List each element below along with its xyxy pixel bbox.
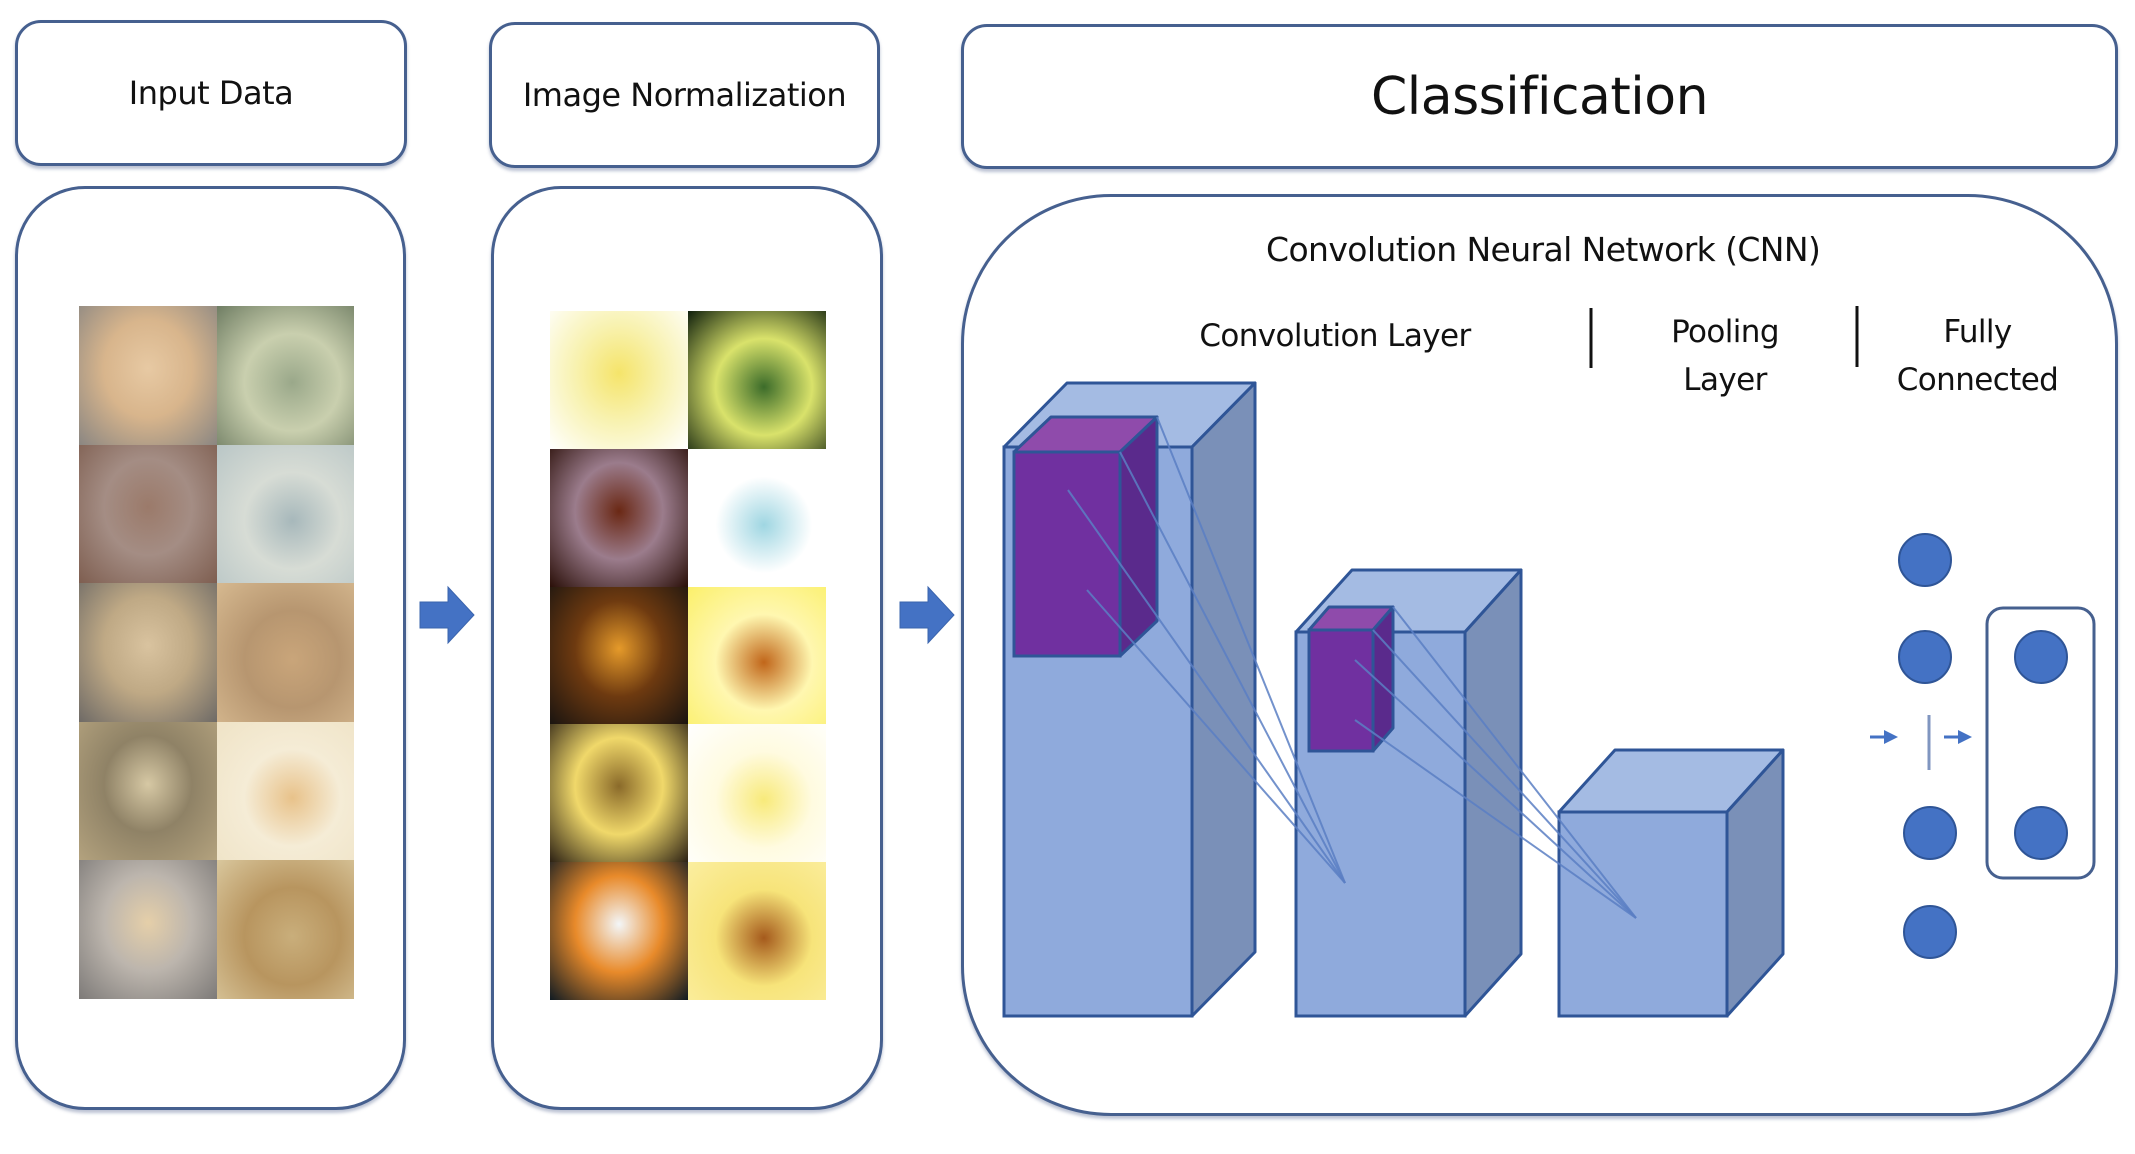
normalized-image-sample-5 xyxy=(550,586,688,725)
flow-arrow-icon xyxy=(419,585,475,645)
input-image-sample-10 xyxy=(216,860,354,999)
input-image-sample-6 xyxy=(216,583,354,722)
header-image-normalization: Image Normalization xyxy=(489,22,880,168)
input-image-sample-9 xyxy=(79,860,217,999)
fully-connected-label: Fully Connected xyxy=(1870,308,2085,404)
projection-line xyxy=(1354,659,1637,919)
hidden-neuron xyxy=(1898,533,1952,587)
projection-line xyxy=(1156,416,1346,884)
output-neuron xyxy=(2014,630,2068,684)
header-input-data-label: Input Data xyxy=(128,74,294,112)
normalized-image-sample-3 xyxy=(550,448,688,587)
normalized-image-sample-6 xyxy=(688,586,826,725)
input-image-sample-2 xyxy=(216,306,354,445)
input-image-sample-1 xyxy=(79,306,217,445)
input-image-sample-4 xyxy=(216,444,354,584)
projection-line xyxy=(1372,629,1637,919)
normalized-image-sample-7 xyxy=(550,724,688,863)
normalized-image-sample-2 xyxy=(688,311,826,449)
input-image-sample-3 xyxy=(79,444,217,584)
projection-line xyxy=(1392,606,1637,919)
convolution-layer-label: Convolution Layer xyxy=(1199,318,1471,354)
small-arrow-icon xyxy=(1870,730,1898,744)
projection-line xyxy=(1119,451,1346,884)
small-arrow-icon xyxy=(1944,730,1972,744)
input-image-grid xyxy=(79,306,354,999)
output-neuron xyxy=(2014,806,2068,860)
header-classification: Classification xyxy=(961,24,2118,169)
fully-label-line2: Connected xyxy=(1896,362,2059,398)
normalized-image-sample-1 xyxy=(550,311,688,449)
normalized-image-sample-9 xyxy=(550,862,688,1000)
pooling-layer-label: Pooling Layer xyxy=(1630,308,1820,404)
header-classification-label: Classification xyxy=(1370,66,1709,127)
projection-line xyxy=(1354,719,1637,919)
hidden-neuron xyxy=(1903,905,1957,959)
cnn-title: Convolution Neural Network (CNN) xyxy=(1266,230,1821,269)
hidden-neuron xyxy=(1898,630,1952,684)
input-image-sample-8 xyxy=(216,721,354,861)
pooling-cube xyxy=(1557,748,1785,1018)
normalized-image-sample-10 xyxy=(688,862,826,1000)
normalized-image-grid xyxy=(550,311,826,1000)
header-input-data: Input Data xyxy=(15,20,407,166)
output-layer-box xyxy=(1985,606,2096,880)
normalized-image-sample-4 xyxy=(688,448,826,587)
pooling-label-line2: Layer xyxy=(1683,362,1767,398)
hidden-neuron xyxy=(1903,806,1957,860)
projection-line xyxy=(1067,489,1346,884)
normalized-image-sample-8 xyxy=(688,724,826,863)
kernel-cube-2 xyxy=(1307,605,1395,753)
input-image-sample-5 xyxy=(79,583,217,722)
fully-label-line1: Fully xyxy=(1943,314,2012,350)
kernel-cube-1 xyxy=(1012,415,1159,658)
flow-arrow-icon xyxy=(899,585,955,645)
header-image-normalization-label: Image Normalization xyxy=(522,76,847,114)
projection-line xyxy=(1086,589,1346,884)
pooling-label-line1: Pooling xyxy=(1671,314,1779,350)
input-image-sample-7 xyxy=(79,721,217,861)
